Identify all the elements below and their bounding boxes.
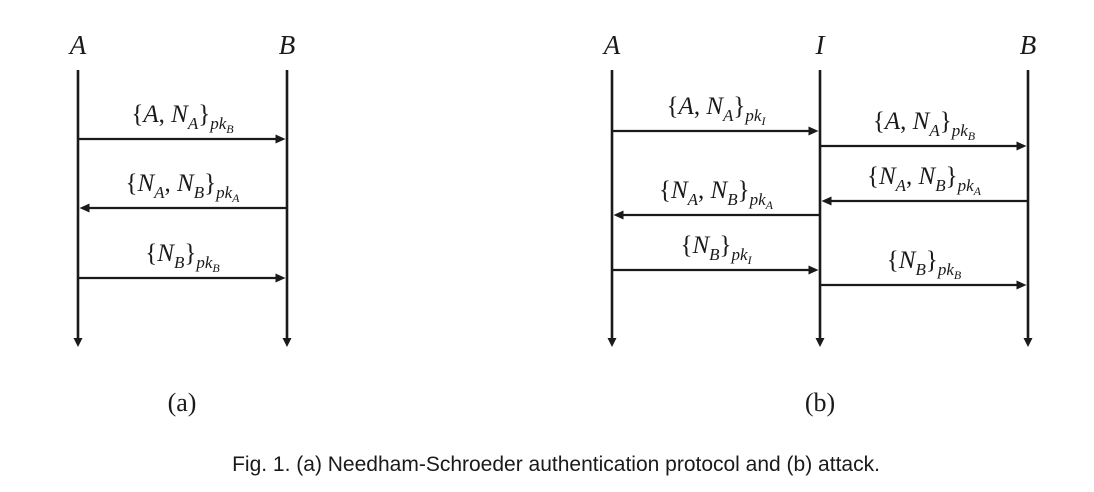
panel-sublabel: (b) <box>805 388 835 417</box>
message-label-3: {NB}pkB <box>145 240 220 275</box>
message-arrowhead-2 <box>79 203 90 213</box>
figure-caption: Fig. 1. (a) Needham-Schroeder authentica… <box>232 453 880 476</box>
message-arrowhead-3 <box>275 273 286 283</box>
message-arrowhead-3 <box>821 196 832 206</box>
lifeline-arrowhead-b <box>1023 338 1033 347</box>
message-label-1: {A, NA}pkI <box>667 93 767 128</box>
panel-sublabel: (a) <box>168 388 197 417</box>
lifeline-arrowhead-a <box>607 338 617 347</box>
message-label-6: {NB}pkB <box>887 247 962 282</box>
message-label-2: {A, NA}pkB <box>873 108 976 143</box>
lifeline-arrowhead-b <box>282 338 292 347</box>
participant-label-b: B <box>1020 30 1037 60</box>
message-label-3: {NA, NB}pkA <box>867 163 982 198</box>
message-arrowhead-5 <box>808 265 819 275</box>
message-label-2: {NA, NB}pkA <box>125 170 240 205</box>
participant-label-i: I <box>815 30 827 60</box>
panel-a-protocol: A B {A, NA}pkB {NA, NB}pkA {NB}pkB (a) <box>68 30 296 417</box>
lifeline-arrowhead-i <box>815 338 825 347</box>
message-arrowhead-2 <box>1016 141 1027 151</box>
message-arrowhead-4 <box>613 210 624 220</box>
message-arrowhead-1 <box>808 126 819 136</box>
message-arrowhead-6 <box>1016 280 1027 290</box>
participant-label-a: A <box>602 30 621 60</box>
message-label-4: {NA, NB}pkA <box>659 177 774 212</box>
lifeline-arrowhead-a <box>73 338 83 347</box>
participant-label-b: B <box>279 30 296 60</box>
participant-label-a: A <box>68 30 87 60</box>
message-arrowhead-1 <box>275 134 286 144</box>
message-label-1: {A, NA}pkB <box>131 101 234 136</box>
message-label-5: {NB}pkI <box>680 232 752 267</box>
panel-b-attack: A I B {A, NA}pkI {A, NA}pkB {NA, NB}pkA {NA, N… <box>602 30 1037 417</box>
